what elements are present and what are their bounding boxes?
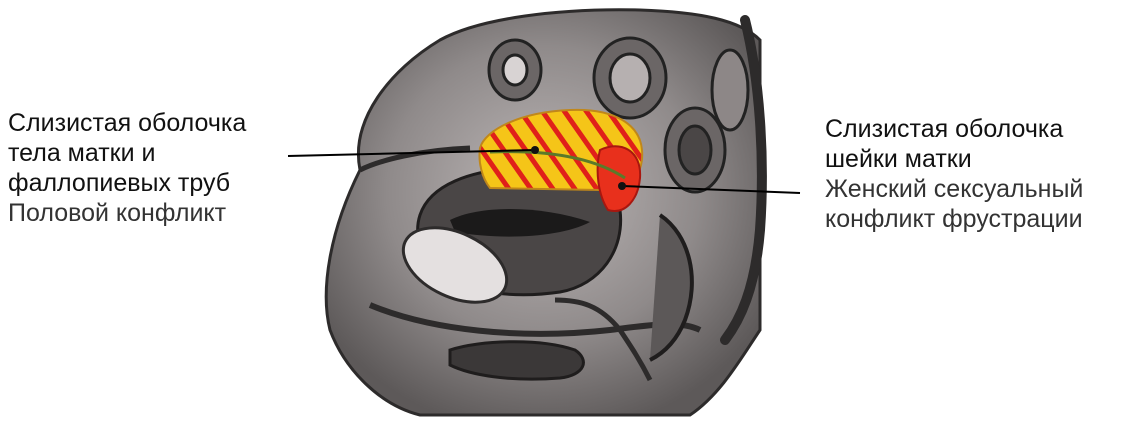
- right-label-line2: шейки матки: [825, 144, 1135, 174]
- right-conflict-label-line2: конфликт фрустрации: [825, 204, 1135, 234]
- left-annotation: Слизистая оболочка тела матки и фаллопие…: [8, 108, 308, 228]
- right-leader-dot: [618, 182, 626, 190]
- perineum: [450, 342, 583, 379]
- right-label-line1: Слизистая оболочка: [825, 114, 1135, 144]
- left-leader-dot: [531, 146, 539, 154]
- left-label-line1: Слизистая оболочка: [8, 108, 308, 138]
- right-conflict-label-line1: Женский сексуальный: [825, 174, 1135, 204]
- left-label-line3: фаллопиевых труб: [8, 168, 308, 198]
- left-label-line2: тела матки и: [8, 138, 308, 168]
- left-conflict-label: Половой конфликт: [8, 198, 308, 228]
- right-annotation: Слизистая оболочка шейки матки Женский с…: [825, 114, 1135, 234]
